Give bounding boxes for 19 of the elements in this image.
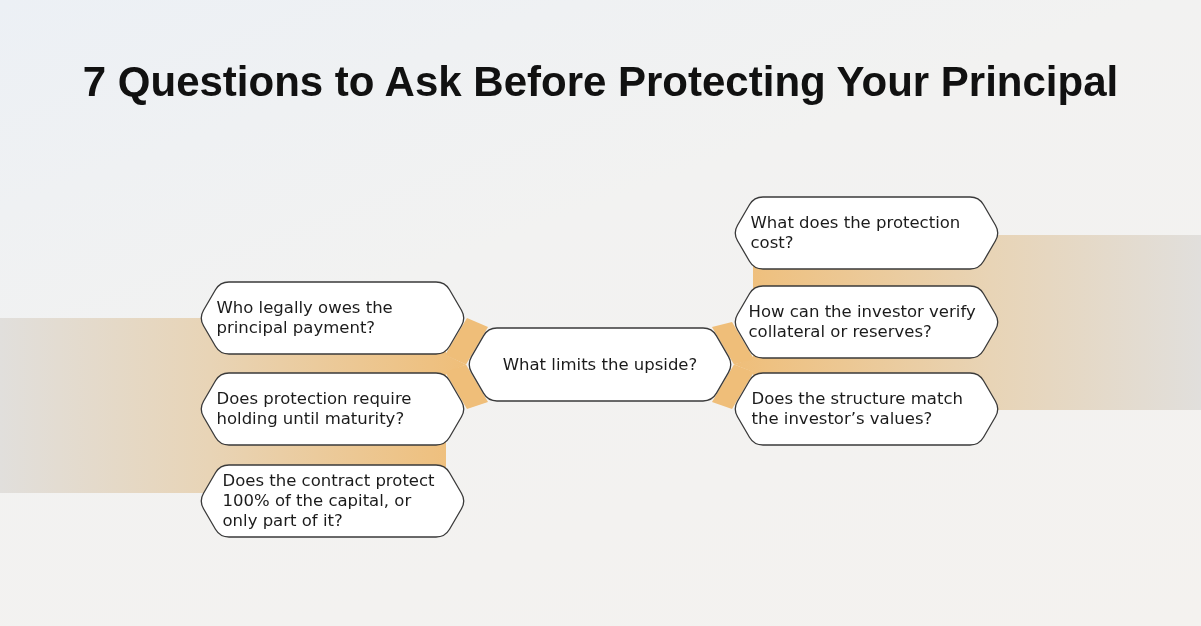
question-text: How can the investor verify collateral or reserves? (748, 302, 977, 342)
connector-band (712, 322, 754, 365)
question-text: Does the structure match the investor’s values? (751, 389, 964, 429)
question-text: Does the contract protect 100% of the capital, or only part of it? (222, 471, 436, 531)
connector-band (445, 364, 488, 409)
hexagon-node (732, 285, 1001, 359)
question-text: What limits the upside? (502, 354, 698, 375)
connector-band (712, 364, 754, 409)
hexagon-node (466, 327, 734, 402)
diagram-title: 7 Questions to Ask Before Protecting Your Principal (82, 57, 1119, 107)
question-text: What does the protection cost? (750, 213, 962, 253)
hexagon-node (732, 372, 1001, 446)
connector-band (445, 318, 488, 365)
hexagon-node (732, 196, 1001, 270)
hexagon-node (198, 464, 467, 538)
question-text: Who legally owes the principal payment? (216, 298, 394, 338)
question-text: Does protection require holding until maturity? (216, 389, 413, 429)
hexagon-node (198, 281, 467, 355)
hexagon-node (198, 372, 467, 446)
